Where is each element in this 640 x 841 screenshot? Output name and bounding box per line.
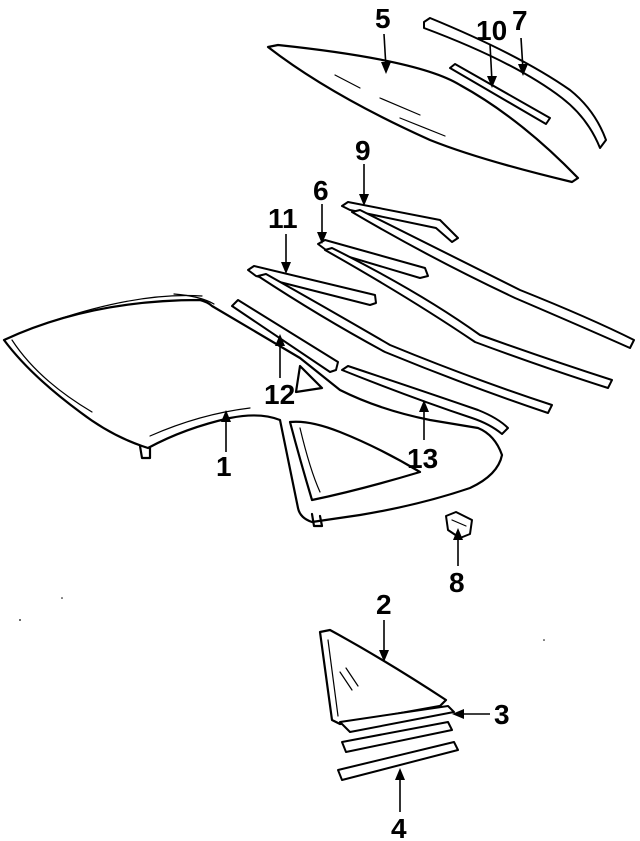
callout-9: 9 (355, 135, 371, 166)
side-molding (231, 299, 339, 373)
weatherstrip (317, 239, 613, 389)
callout-4: 4 (391, 813, 407, 841)
callout-3: 3 (494, 699, 510, 730)
callout-6: 6 (313, 175, 329, 206)
callout-8: 8 (449, 567, 465, 598)
callout-10: 10 (476, 15, 507, 46)
roof-glass-panel (266, 43, 580, 184)
upper-molding (247, 265, 553, 414)
callout-12: 12 (264, 379, 295, 410)
quarter-window-glass (318, 628, 448, 726)
callout-1: 1 (216, 451, 232, 482)
callout-11: 11 (268, 203, 298, 234)
leader-lines (221, 33, 528, 812)
reveal-molding (341, 201, 635, 349)
callout-labels: 5 10 7 9 6 11 12 1 13 8 2 3 4 (216, 3, 528, 841)
quarter-window-seal (339, 705, 455, 753)
windshield-glass (2, 293, 504, 528)
callout-13: 13 (407, 443, 438, 474)
scan-specks (19, 597, 545, 641)
roof-seal (449, 63, 551, 125)
lower-molding (341, 365, 509, 435)
roof-molding (423, 17, 607, 149)
quarter-window-molding (337, 741, 459, 781)
clip (445, 511, 473, 539)
callout-5: 5 (375, 3, 391, 34)
callout-2: 2 (376, 589, 392, 620)
leader-10 (489, 43, 493, 83)
callout-7: 7 (512, 5, 528, 36)
